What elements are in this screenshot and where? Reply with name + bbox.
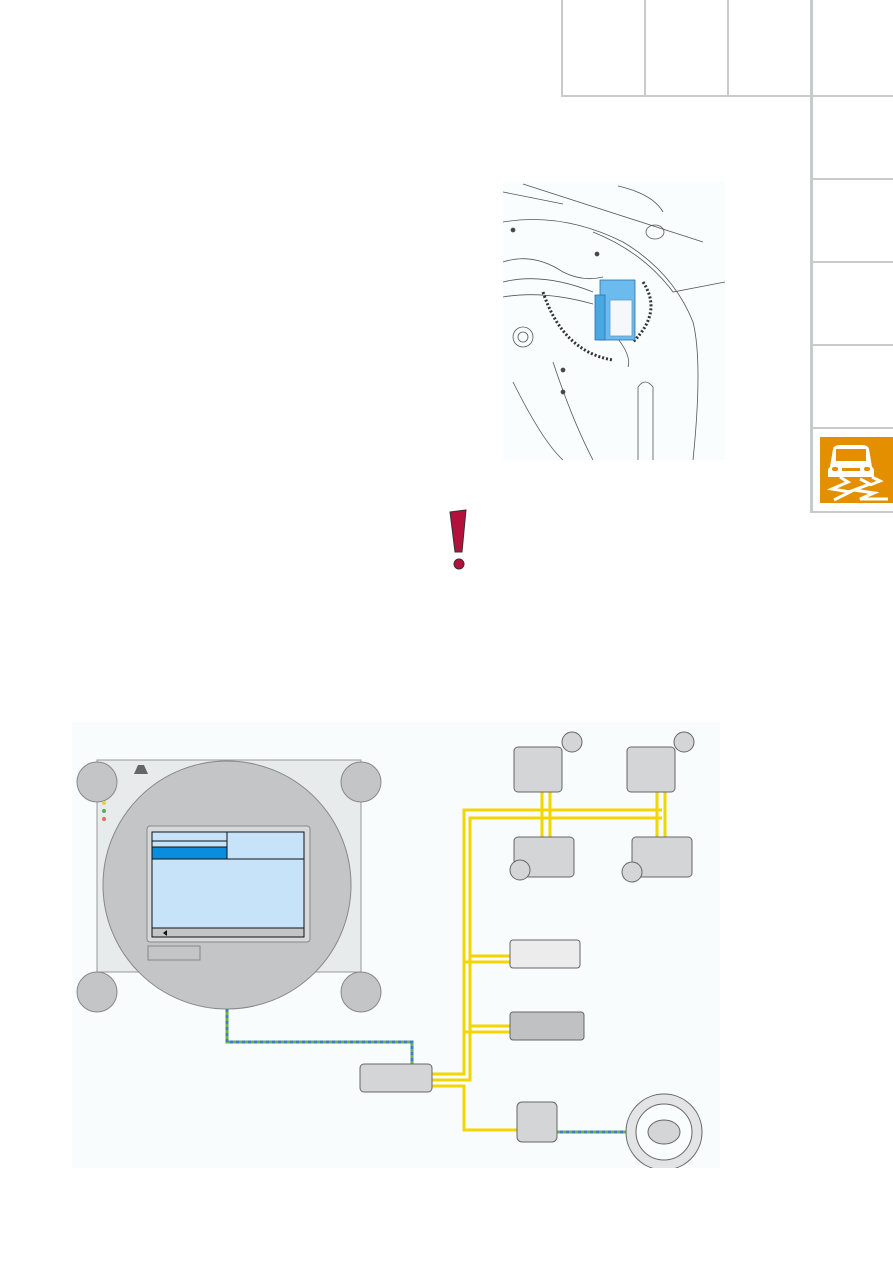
tab-divider [810,344,893,346]
grid-line [727,0,729,96]
tab-divider [810,511,893,513]
grid-line [561,0,563,96]
control-unit [509,939,581,969]
car-skidding-icon[interactable] [820,437,893,503]
door-control-unit-rear-right [631,836,693,878]
tab-divider [810,261,893,263]
gateway-control-unit [359,1063,433,1093]
grid-line [810,0,813,513]
grid-line [561,95,893,97]
door-control-unit-front-right [626,746,676,793]
control-unit-location-illustration [502,182,726,461]
steering-column-module [516,1101,558,1143]
wiring-harness [432,782,667,1132]
grid-line [644,0,646,96]
exclamation-warning-icon [446,508,472,572]
tab-divider [810,178,893,180]
tab-divider [810,427,893,429]
control-unit [509,1011,585,1041]
diagnostic-network-diagram [72,722,720,1171]
diagnostic-tester [76,759,382,1013]
door-control-unit-front-left [513,746,563,793]
